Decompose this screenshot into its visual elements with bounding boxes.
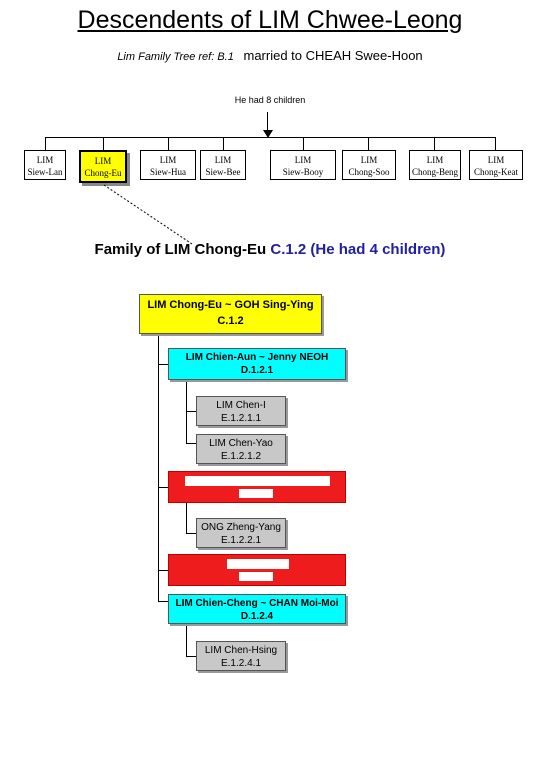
child-box[interactable]: LIM Chien-Aun ~ Jenny NEOH D.1.2.1 [168,348,346,380]
child-ref: D.1.2.1 [240,365,274,376]
grandchild-name: LIM Chen-I [216,400,266,411]
redaction-bar [185,476,330,486]
arrow-down-icon [263,130,273,138]
child-name: LIM Chien-Cheng ~ CHAN Moi-Moi [175,598,339,609]
sibling-surname: LIM [36,155,54,165]
grandchild-name: ONG Zheng-Yang [201,522,281,533]
tree-trunk [158,334,159,602]
sibling-given-name: Siew-Hua [150,167,186,177]
tree-branch [158,601,168,602]
family-title-count: (He had 4 children) [310,241,446,258]
grandchild-name: LIM Chen-Hsing [204,645,278,656]
connector-tick [495,137,496,150]
sibling-given-name: Chong-Eu [84,168,122,178]
tree-branch [158,487,168,488]
sibling-connector [45,137,496,138]
tree-sub-trunk [186,619,187,656]
sibling-box[interactable]: LIM Siew-Hua [140,150,196,180]
sibling-box[interactable]: LIM Siew-Bee [200,150,246,180]
sibling-surname: LIM [294,155,312,165]
sibling-given-name: Siew-Booy [282,167,324,177]
root-couple-ref: C.1.2 [217,315,244,327]
children-count: He had 8 children [234,95,306,105]
sibling-given-name: Siew-Lan [27,167,63,177]
tree-branch [186,533,196,534]
connector-tick [45,137,46,150]
tree-sub-trunk [186,503,187,533]
pointer-line [103,184,193,245]
grandchild-box[interactable]: ONG Zheng-Yang E.1.2.2.1 [196,518,286,548]
tree-branch [186,443,196,444]
grandchild-name: LIM Chen-Yao [209,438,273,449]
sibling-box[interactable]: LIM Chong-Soo [342,150,396,180]
sibling-surname: LIM [94,156,112,166]
connector-tick [223,137,224,150]
grandchild-box[interactable]: LIM Chen-I E.1.2.1.1 [196,396,286,426]
tree-branch [186,656,196,657]
connector-tick [434,137,435,150]
connector-tick [168,137,169,150]
sibling-surname: LIM [159,155,177,165]
family-title-ref: C.1.2 [270,241,307,258]
grandchild-ref: E.1.2.4.1 [220,658,262,669]
sibling-box-highlighted[interactable]: LIM Chong-Eu [79,150,127,183]
redacted-child-box[interactable] [168,471,346,503]
grandchild-ref: E.1.2.1.2 [220,451,262,462]
connector-tick [103,137,104,150]
redaction-bar [227,559,289,569]
grandchild-box[interactable]: LIM Chen-Yao E.1.2.1.2 [196,434,286,464]
sibling-box[interactable]: LIM Siew-Lan [24,150,66,180]
root-couple-name: LIM Chong-Eu ~ GOH Sing-Ying [147,299,314,311]
sibling-box[interactable]: LIM Chong-Beng [409,150,461,180]
grandchild-box[interactable]: LIM Chen-Hsing E.1.2.4.1 [196,641,286,671]
sibling-surname: LIM [426,155,444,165]
sibling-surname: LIM [487,155,505,165]
redaction-bar [239,489,273,498]
family-title: Family of LIM Chong-Eu C.1.2 (He had 4 c… [0,241,540,258]
connector-tick [303,137,304,150]
child-ref: D.1.2.4 [240,611,274,622]
sibling-surname: LIM [360,155,378,165]
tree-branch [186,411,196,412]
child-name: LIM Chien-Aun ~ Jenny NEOH [185,352,329,363]
redacted-child-box[interactable] [168,554,346,586]
child-box[interactable]: LIM Chien-Cheng ~ CHAN Moi-Moi D.1.2.4 [168,594,346,624]
redaction-bar [239,572,273,581]
sibling-box[interactable]: LIM Siew-Booy [270,150,336,180]
tree-branch [158,570,168,571]
arrow-stem [267,112,268,134]
connector-tick [368,137,369,150]
page-title: Descendents of LIM Chwee-Leong [77,6,463,34]
family-tree-ref: Lim Family Tree ref: B.1 [117,51,234,63]
married-text: married to CHEAH Swee-Hoon [243,48,423,63]
grandchild-ref: E.1.2.1.1 [220,413,262,424]
family-title-name: Family of LIM Chong-Eu [94,241,267,258]
sibling-given-name: Siew-Bee [205,167,241,177]
grandchild-ref: E.1.2.2.1 [220,535,262,546]
root-couple-box[interactable]: LIM Chong-Eu ~ GOH Sing-Ying C.1.2 [139,294,322,334]
tree-branch [158,364,168,365]
sibling-given-name: Chong-Soo [348,167,390,177]
sibling-surname: LIM [214,155,232,165]
sibling-box[interactable]: LIM Chong-Keat [469,150,523,180]
sibling-given-name: Chong-Keat [474,167,518,177]
subtitle: Lim Family Tree ref: B.1 married to CHEA… [0,48,540,63]
sibling-given-name: Chong-Beng [412,167,458,177]
